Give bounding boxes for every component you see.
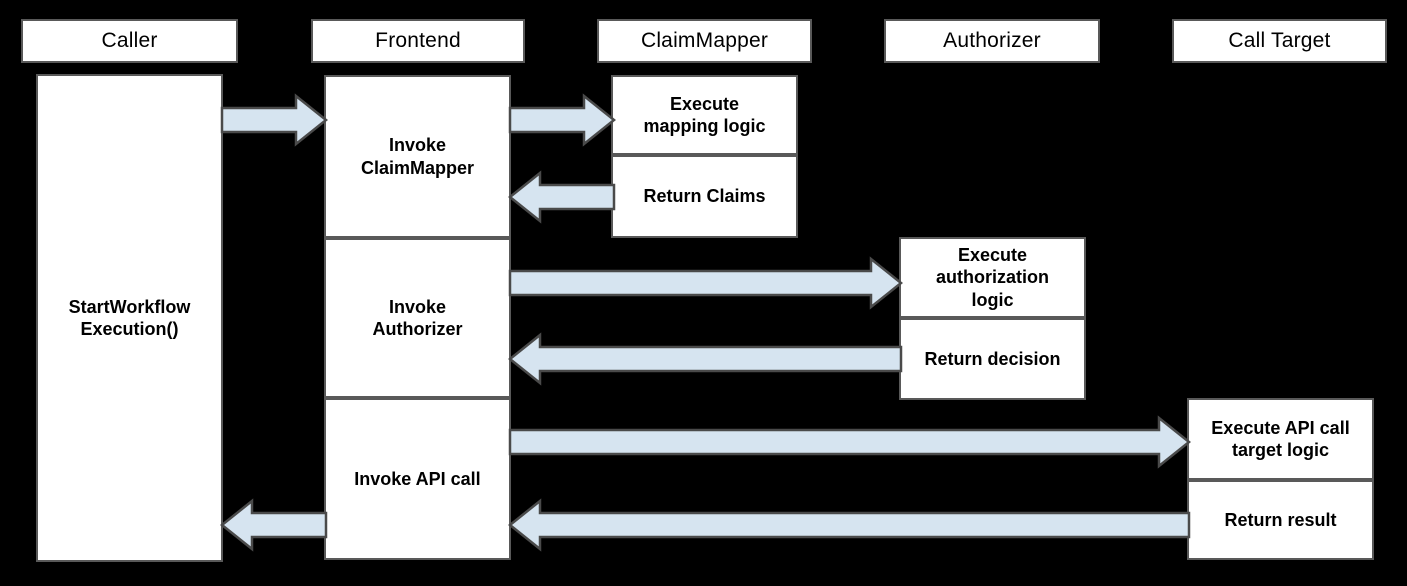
arrow-caller-to-frontend [220, 93, 329, 147]
caller-activation-line2: Execution() [80, 319, 179, 339]
lifeline-label-caller: Caller [101, 29, 158, 52]
caller-activation-line1: StartWorkflow [68, 296, 191, 317]
lifeline-label-frontend: Frontend [375, 29, 461, 52]
frontend-step0-line1: Invoke [388, 135, 447, 155]
lifeline-label-calltarget: Call Target [1228, 29, 1331, 52]
frontend-step1-line1: Invoke [388, 296, 447, 317]
activation-caller-startworkflow: StartWorkflow Execution() [36, 74, 223, 562]
claimmapper-step0-line1: Execute [669, 93, 740, 114]
activation-calltarget-execute-api-call-target-logic: Execute API call target logic [1187, 398, 1374, 480]
activation-authorizer-return-decision: Return decision [899, 318, 1086, 400]
frontend-step2-line1: Invoke API call [354, 468, 481, 489]
lifeline-label-authorizer: Authorizer [943, 29, 1041, 52]
frontend-step0-line2: ClaimMapper [360, 157, 475, 178]
activation-frontend-invoke-claimmapper: Invoke ClaimMapper [324, 75, 511, 238]
claimmapper-step1-line1: Return Claims [643, 186, 766, 207]
lifeline-header-frontend: Frontend [311, 19, 525, 63]
authorizer-step0-line2: authorization [936, 267, 1049, 288]
arrow-authorizer-to-frontend [507, 332, 903, 386]
arrow-frontend-to-authorizer [508, 256, 904, 310]
lifeline-header-caller: Caller [21, 19, 238, 63]
activation-claimmapper-return-claims: Return Claims [611, 155, 798, 238]
lifeline-header-calltarget: Call Target [1172, 19, 1387, 63]
authorizer-step0-line3: logic [971, 289, 1014, 310]
claimmapper-step0-line2: mapping logic [643, 116, 766, 136]
calltarget-step0-line1: Execute API call [1211, 417, 1350, 438]
arrow-frontend-to-calltarget [508, 415, 1192, 469]
arrow-frontend-to-claimmapper [508, 93, 617, 147]
activation-calltarget-return-result: Return result [1187, 480, 1374, 560]
activation-frontend-invoke-api-call: Invoke API call [324, 398, 511, 560]
calltarget-step0-line2: target logic [1231, 440, 1329, 460]
authorizer-step1-line1: Return decision [924, 348, 1061, 369]
arrow-claimmapper-to-frontend [507, 170, 616, 224]
calltarget-step1-line1: Return result [1224, 509, 1337, 530]
activation-authorizer-execute-authorization-logic: Execute authorization logic [899, 237, 1086, 318]
authorizer-step0-line1: Execute [957, 244, 1028, 265]
arrow-calltarget-to-frontend [507, 498, 1191, 552]
activation-claimmapper-execute-mapping-logic: Execute mapping logic [611, 75, 798, 155]
frontend-step1-line2: Authorizer [372, 319, 463, 339]
lifeline-header-claimmapper: ClaimMapper [597, 19, 812, 63]
lifeline-header-authorizer: Authorizer [884, 19, 1100, 63]
lifeline-label-claimmapper: ClaimMapper [640, 29, 769, 52]
arrow-frontend-to-caller [219, 498, 328, 552]
activation-frontend-invoke-authorizer: Invoke Authorizer [324, 238, 511, 398]
